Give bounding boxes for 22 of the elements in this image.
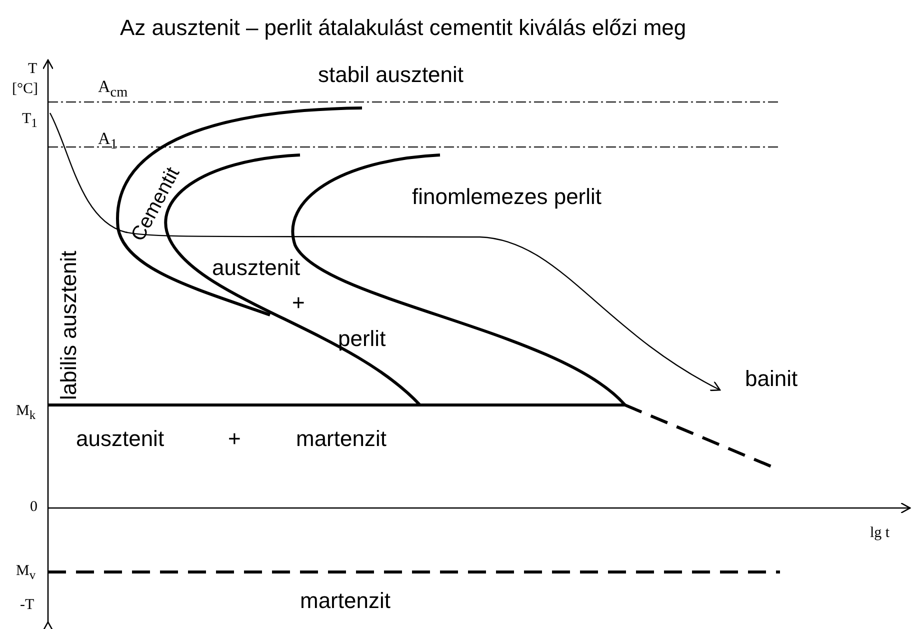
region-label: +	[292, 292, 305, 314]
region-label: finomlemezes perlit	[412, 186, 602, 208]
axis-value: M$_{k}$	[16, 404, 36, 422]
region-label: +	[228, 428, 241, 450]
region-label: perlit	[338, 328, 386, 350]
region-label: martenzit	[300, 590, 390, 612]
region-label: martenzit	[296, 428, 386, 450]
line-label: A$_{1}$	[98, 130, 118, 152]
axis-unit: [°C]	[12, 82, 38, 97]
axis-label: lg t	[870, 526, 890, 541]
axis-value: M$_{v}$	[16, 564, 36, 582]
line-label: A$_{cm}$	[98, 78, 128, 100]
diagram-title: Az ausztenit – perlit átalakulást cementit kiválás előzi meg	[120, 17, 686, 39]
region-label: ausztenit	[212, 257, 300, 279]
region-label: labilis ausztenit	[58, 250, 80, 400]
axis-value: T$_{1}$	[22, 112, 38, 130]
region-label: bainit	[745, 368, 798, 390]
region-label: stabil ausztenit	[318, 64, 464, 86]
axis-value: 0	[30, 500, 38, 515]
region-label: ausztenit	[76, 428, 164, 450]
axis-value: -T	[20, 598, 34, 613]
axis-label: T	[28, 62, 38, 77]
